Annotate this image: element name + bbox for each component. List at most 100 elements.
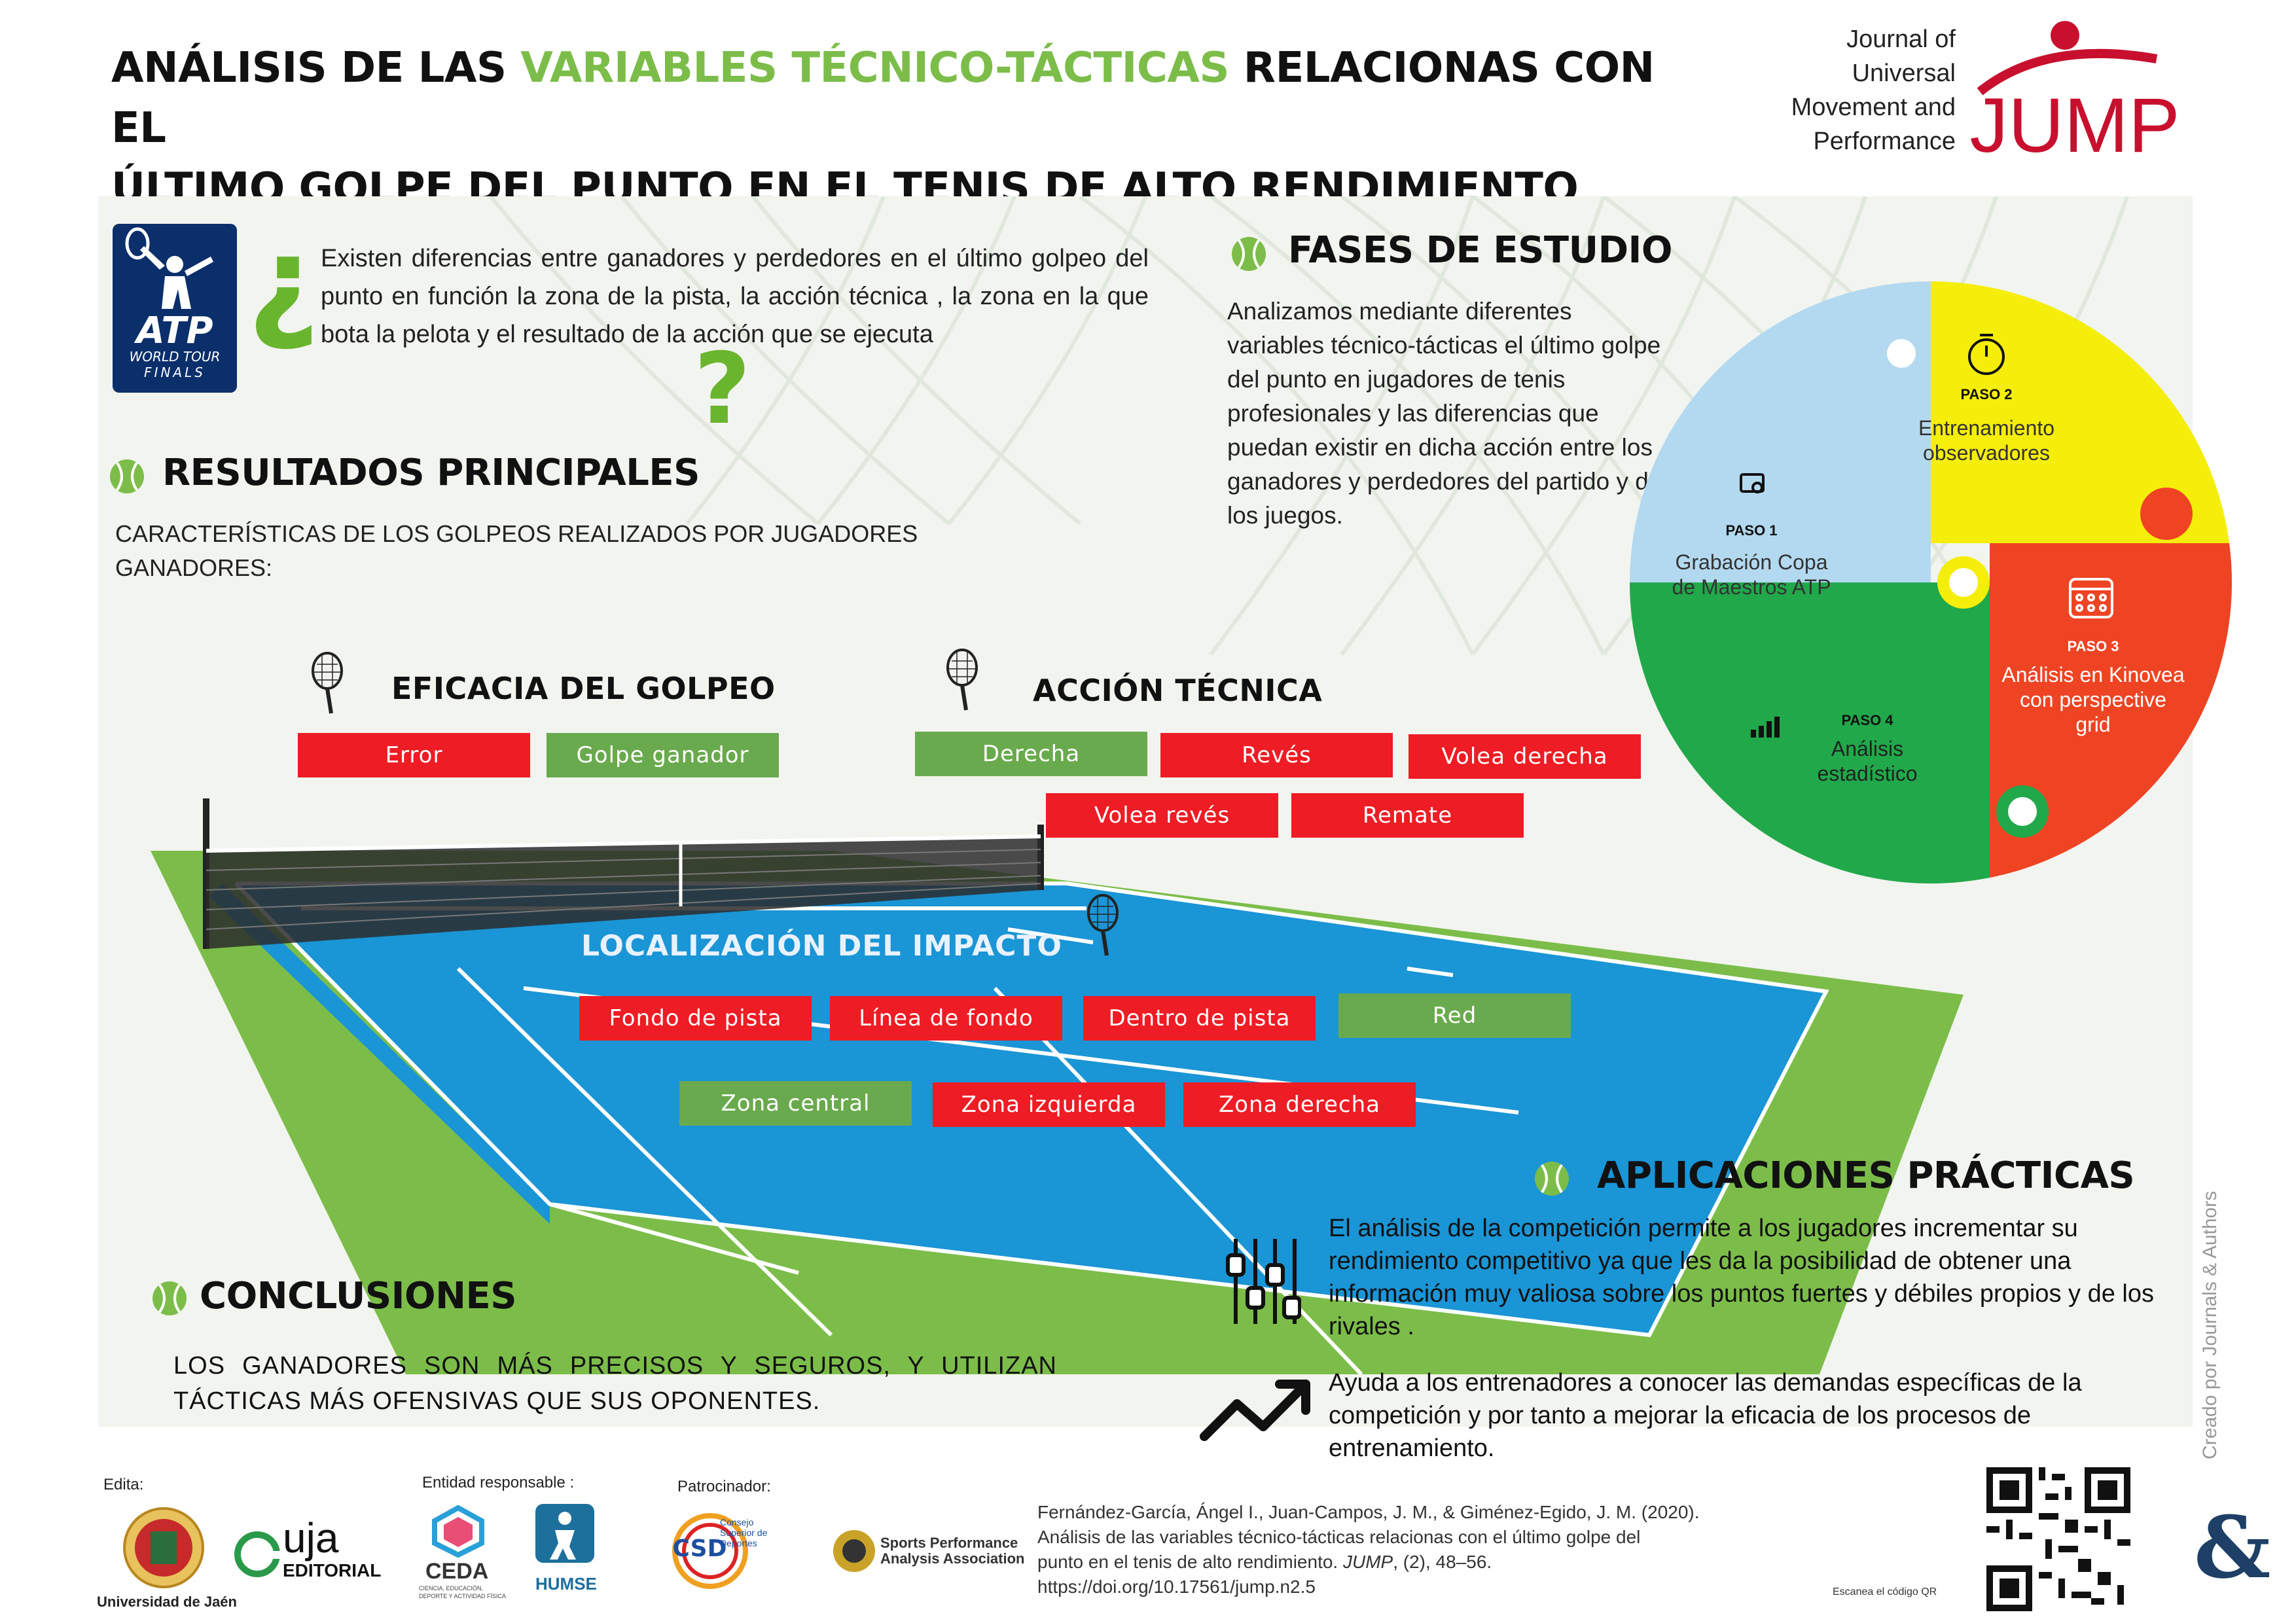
study-phases-puzzle: PASO 1 Grabación Copa de Maestros ATP PA… — [1630, 281, 2232, 883]
uja-editorial-icon — [234, 1531, 280, 1577]
step1-title: PASO 1 — [1725, 522, 1777, 539]
tennis-ball-icon — [1535, 1162, 1569, 1196]
spaa-logo — [833, 1530, 875, 1572]
atp-logo-small1: WORLD TOUR — [130, 349, 221, 365]
tennis-player-icon — [125, 227, 213, 309]
phases-text: Analizamos mediante diferentes variables… — [1227, 298, 1662, 529]
atp-logo-small2: FINALS — [144, 365, 206, 380]
tennis-ball-icon — [1232, 237, 1266, 271]
video-camera-icon — [1740, 473, 1765, 493]
eficacia-heading: EFICACIA DEL GOLPEO — [391, 671, 776, 706]
trend-up-icon — [1200, 1380, 1310, 1441]
entidad-label: Entidad responsable : — [422, 1474, 575, 1491]
step4-title: PASO 4 — [1841, 712, 1893, 728]
step3-label-line3: grid — [2075, 713, 2110, 736]
tennis-racket-icon — [946, 649, 978, 711]
jump-logo: JUMP — [1969, 21, 2180, 164]
equalizer-icon — [1226, 1239, 1301, 1324]
jump-logo-dot — [2051, 21, 2079, 50]
tag-error: Error — [298, 733, 530, 777]
journal-name: Journal of Universal Movement and Perfor… — [1791, 22, 1956, 158]
tag-remate: Remate — [1291, 793, 1524, 838]
calendar-icon — [2069, 578, 2113, 618]
citation-line3: punto en el tenis de alto rendimiento. J… — [1037, 1550, 1797, 1575]
application-item-2: Ayuda a los entrenadores a conocer las d… — [1329, 1369, 2082, 1462]
step2-label-line1: Entrenamiento — [1918, 416, 2054, 440]
citation-line3-post: , (2), 48–56. — [1393, 1552, 1492, 1572]
ceda-logo — [432, 1505, 484, 1558]
tag-zona-izquierda: Zona izquierda — [933, 1082, 1165, 1127]
title-highlight: VARIABLES TÉCNICO-TÁCTICAS — [520, 44, 1229, 92]
stopwatch-icon — [1968, 338, 2005, 375]
tag-golpe-ganador: Golpe ganador — [547, 733, 779, 777]
conclusions-heading: CONCLUSIONES — [200, 1275, 517, 1317]
atp-logo: ATP WORLD TOUR FINALS — [113, 224, 237, 393]
csd-subtitle: Consejo Superior de Deportes — [720, 1517, 767, 1548]
ceda-sub1: CIENCIA, EDUCACIÓN, — [419, 1585, 484, 1592]
application-item-1: El análisis de la competición permite a … — [1329, 1215, 2154, 1340]
journal-line3: Movement and — [1791, 94, 1956, 121]
accion-heading: ACCIÓN TÉCNICA — [1033, 673, 1323, 708]
edita-label: Edita: — [103, 1476, 144, 1493]
spaa-text: Sports Performance Analysis Association — [880, 1535, 1024, 1567]
tag-linea-de-fondo: Línea de fondo — [830, 996, 1062, 1041]
step2-title: PASO 2 — [1960, 386, 2012, 402]
puzzle-piece-2 — [1931, 281, 2232, 543]
question-open-mark: ¿ — [247, 209, 320, 354]
results-heading: RESULTADOS PRINCIPALES — [162, 452, 700, 494]
ceda-text: CEDA — [425, 1559, 489, 1584]
side-credit: Creado por Journals & Authors — [2199, 1190, 2221, 1459]
csd-text: CSD — [673, 1535, 727, 1562]
patrocinador-label: Patrocinador: — [677, 1478, 771, 1495]
journals-authors-logo: & — [2194, 1497, 2271, 1597]
citation-line1: Fernández-García, Ángel I., Juan-Campos,… — [1037, 1502, 1700, 1522]
page-title: ANÁLISIS DE LAS VARIABLES TÉCNICO-TÁCTIC… — [111, 38, 1715, 219]
citation-doi-link[interactable]: https://doi.org/10.17561/jump.n2.5 — [1037, 1577, 1316, 1597]
title-part2: RELACIONAS CON EL — [111, 44, 1655, 152]
atp-logo-big: ATP — [134, 310, 213, 352]
tag-zona-central: Zona central — [679, 1081, 912, 1126]
results-subtitle: CARACTERÍSTICAS DE LOS GOLPEOS REALIZADO… — [115, 517, 918, 585]
tag-fondo-de-pista: Fondo de pista — [579, 996, 812, 1041]
conclusions-text: LOS GANADORES SON MÁS PRECISOS Y SEGUROS… — [173, 1352, 1057, 1415]
bar-chart-icon — [1751, 717, 1780, 738]
tennis-ball-icon — [110, 459, 144, 493]
tennis-racket-icon — [1087, 894, 1119, 956]
citation-line3-pre: punto en el tenis de alto rendimiento. — [1037, 1552, 1343, 1572]
step3-title: PASO 3 — [2067, 638, 2119, 654]
uja-editorial-big: uja — [283, 1514, 339, 1561]
jump-logo-swoosh — [1977, 48, 2158, 96]
tag-volea-derecha: Volea derecha — [1408, 734, 1641, 779]
spaa-line2: Analysis Association — [880, 1550, 1025, 1567]
step1-label-line1: Grabación Copa — [1675, 550, 1827, 574]
step4-label-line1: Análisis — [1831, 737, 1903, 760]
tag-volea-reves: Volea revés — [1046, 793, 1278, 838]
citation: Fernández-García, Ángel I., Juan-Campos,… — [1037, 1500, 1797, 1599]
humse-logo — [535, 1504, 594, 1563]
csd-sub2: Superior de — [720, 1527, 768, 1538]
step2-label-line2: observadores — [1923, 441, 2050, 465]
step3-label-line1: Análisis en Kinovea — [2001, 663, 2184, 687]
localizacion-heading: LOCALIZACIÓN DEL IMPACTO — [581, 929, 1062, 963]
uja-editorial-small: EDITORIAL — [283, 1560, 382, 1580]
results-subtitle-line1: CARACTERÍSTICAS DE LOS GOLPEOS REALIZADO… — [115, 520, 918, 547]
tag-dentro-de-pista: Dentro de pista — [1083, 996, 1316, 1041]
step1-label-line2: de Maestros ATP — [1672, 575, 1831, 599]
csd-logo: CSD — [672, 1513, 748, 1589]
phases-heading: FASES DE ESTUDIO — [1288, 229, 1673, 272]
uja-name: Universidad de Jaén — [97, 1594, 237, 1610]
journal-line1: Journal of — [1846, 26, 1956, 53]
tag-red: Red — [1338, 993, 1571, 1038]
citation-line2: Análisis de las variables técnico-táctic… — [1037, 1527, 1641, 1547]
journal-line2: Universal — [1852, 60, 1956, 87]
citation-journal: JUMP — [1342, 1552, 1393, 1572]
applications-heading: APLICACIONES PRÁCTICAS — [1597, 1154, 2135, 1197]
tennis-net — [203, 798, 1044, 949]
tag-reves: Revés — [1160, 733, 1393, 777]
step4-label-line2: estadístico — [1818, 762, 1918, 785]
results-subtitle-line2: GANADORES: — [115, 554, 273, 581]
qr-label: Escanea el código QR — [1833, 1586, 1937, 1597]
step3-label-line2: con perspective — [2020, 688, 2166, 711]
tag-zona-derecha: Zona derecha — [1183, 1082, 1416, 1127]
qr-code[interactable] — [1986, 1467, 2130, 1611]
